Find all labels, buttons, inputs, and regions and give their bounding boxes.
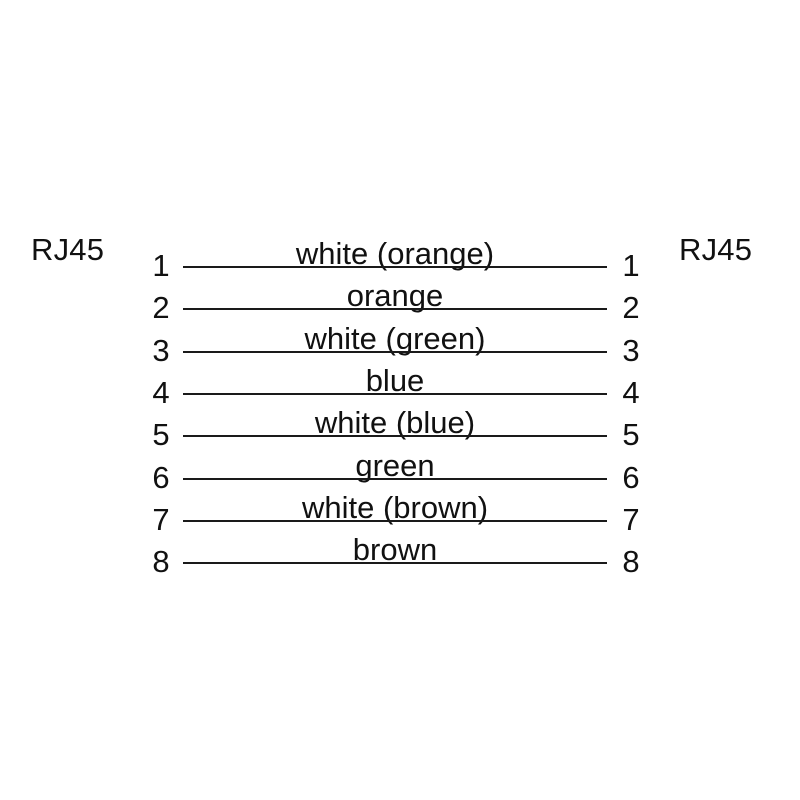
wire-line xyxy=(183,435,607,438)
wire-color-label: white (green) xyxy=(304,320,486,356)
wire-line xyxy=(183,392,607,395)
wire-line xyxy=(183,350,607,353)
wire-color-label: brown xyxy=(352,532,438,568)
right-pin-number: 3 xyxy=(622,332,640,368)
left-pin-number: 3 xyxy=(152,332,170,368)
left-pin-number: 8 xyxy=(152,544,170,580)
right-connector-label: RJ45 xyxy=(679,232,753,267)
wire-line xyxy=(183,266,607,268)
wire-color-label: orange xyxy=(346,278,444,314)
right-pin-number: 8 xyxy=(622,544,640,580)
right-pin-number: 1 xyxy=(622,248,640,283)
wire-color-label: white (brown) xyxy=(301,489,489,525)
right-pin-number: 5 xyxy=(622,417,640,453)
right-pin-number: 2 xyxy=(622,290,640,326)
wire-line xyxy=(183,477,607,480)
left-pin-number: 7 xyxy=(152,501,170,537)
left-pin-number: 4 xyxy=(152,374,170,410)
left-connector-label: RJ45 xyxy=(31,232,105,267)
right-pin-number: 4 xyxy=(622,374,640,410)
left-pin-number: 2 xyxy=(152,290,170,326)
wire-line xyxy=(183,308,607,311)
right-pin-number: 7 xyxy=(622,501,640,537)
wire-color-label: blue xyxy=(365,362,425,398)
right-pin-number: 6 xyxy=(622,459,640,495)
wire-color-label: white (blue) xyxy=(314,405,476,441)
wire-color-label: white (orange) xyxy=(295,236,495,271)
left-pin-number: 5 xyxy=(152,417,170,453)
left-pin-number: 6 xyxy=(152,459,170,495)
wire-line xyxy=(183,519,607,522)
wire-line xyxy=(183,562,607,565)
left-pin-number: 1 xyxy=(152,248,170,283)
wire-color-label: green xyxy=(355,447,435,483)
